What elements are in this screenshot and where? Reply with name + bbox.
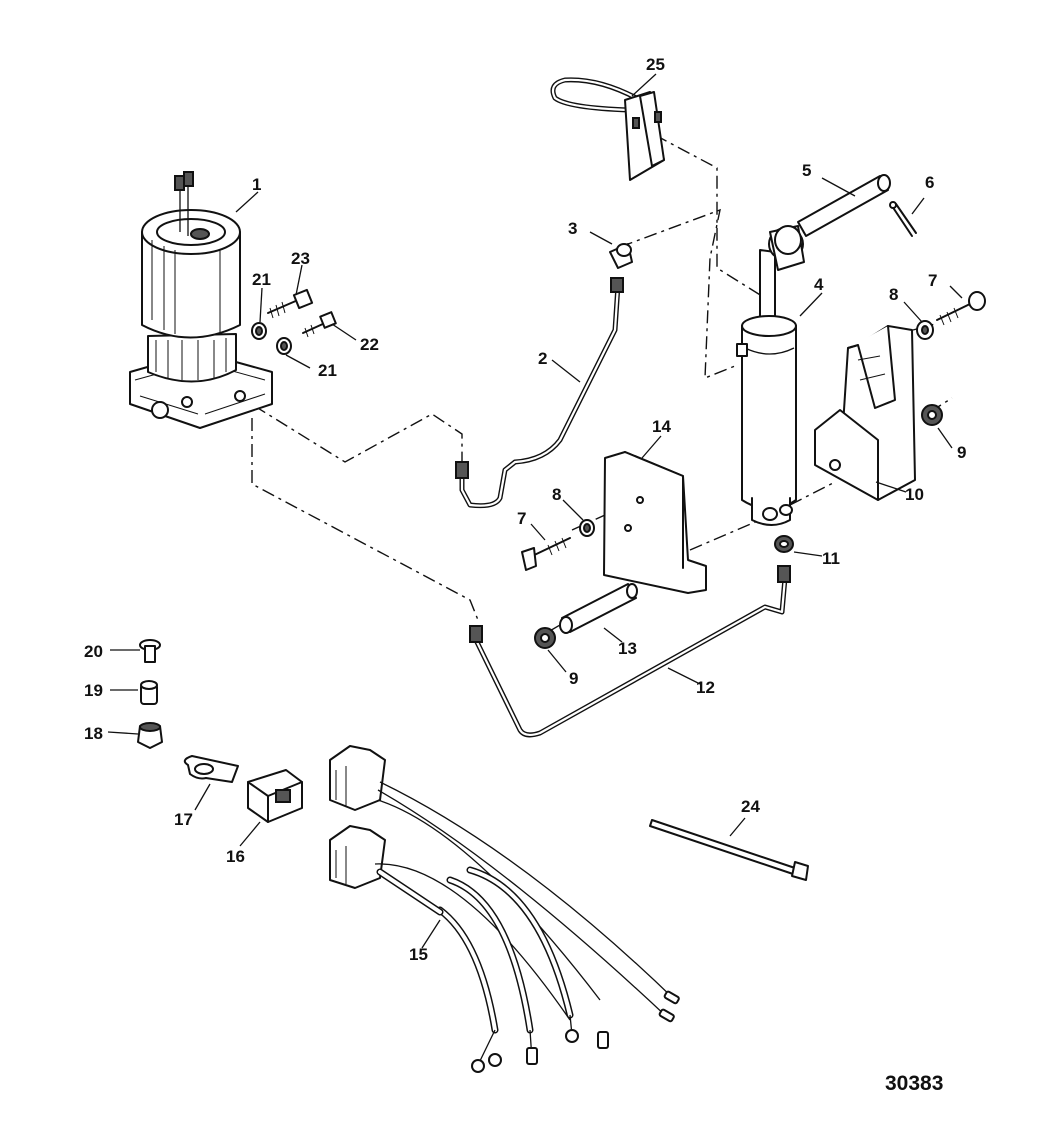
grommet-18 (137, 722, 163, 749)
cotter-pin-6 (889, 201, 917, 237)
callout-1: 1 (252, 175, 261, 194)
hydraulic-tube-2 (455, 277, 624, 509)
washer-21-lower (276, 337, 292, 355)
callout-21-lower: 21 (318, 361, 337, 380)
mounting-bracket-14 (603, 451, 707, 594)
callout-18: 18 (84, 724, 103, 743)
callout-7-right: 7 (928, 271, 937, 290)
callout-25: 25 (646, 55, 665, 74)
connector-16 (247, 769, 303, 823)
callout-10: 10 (905, 485, 924, 504)
callout-24: 24 (741, 797, 760, 816)
callout-11: 11 (822, 549, 840, 568)
callout-8-right: 8 (889, 285, 898, 304)
callout-17: 17 (174, 810, 193, 829)
callout-23: 23 (291, 249, 310, 268)
callout-14: 14 (652, 417, 671, 436)
callout-4: 4 (814, 275, 824, 294)
callout-8-left: 8 (552, 485, 561, 504)
callout-12: 12 (696, 678, 715, 697)
bolt-7-left (521, 537, 571, 571)
callout-9-left: 9 (569, 669, 578, 688)
leader-lines (107, 73, 963, 949)
nut-9-left (534, 627, 556, 649)
callout-19: 19 (84, 681, 103, 700)
bolt-7-right (936, 291, 986, 326)
callout-9-right: 9 (957, 443, 966, 462)
nut-9-right (921, 404, 943, 426)
washer-8-left (579, 519, 595, 537)
screw-20 (139, 639, 161, 663)
callouts: 1 2 3 4 5 6 7 7 8 8 9 9 10 11 12 13 14 1… (84, 55, 966, 964)
trim-cylinder-4 (736, 225, 805, 526)
hydraulic-tube-12 (469, 565, 791, 738)
mounting-bracket-10 (814, 325, 916, 501)
callout-16: 16 (226, 847, 245, 866)
callout-6: 6 (925, 173, 934, 192)
callout-5: 5 (802, 161, 811, 180)
bushing-19 (140, 680, 158, 705)
clip-25 (550, 77, 665, 181)
fitting-3 (609, 243, 633, 269)
trim-pump-motor-assembly (129, 171, 273, 429)
washer-21-upper (251, 322, 267, 340)
pin-13 (559, 583, 638, 634)
retainer-clip-17 (183, 755, 239, 783)
callout-2: 2 (538, 349, 547, 368)
callout-22: 22 (360, 335, 379, 354)
pivot-pin-5 (797, 174, 891, 237)
wiring-harness-15 (329, 745, 680, 1073)
fitting-11 (774, 535, 794, 553)
cable-tie-24 (649, 819, 809, 881)
callout-3: 3 (568, 219, 577, 238)
screw-23 (267, 288, 314, 319)
figure-number: 30383 (885, 1072, 943, 1095)
screw-22 (302, 311, 337, 338)
callout-15: 15 (409, 945, 428, 964)
callout-7-left: 7 (517, 509, 526, 528)
callout-21-upper: 21 (252, 270, 271, 289)
washer-8-right (916, 320, 934, 340)
callout-13: 13 (618, 639, 637, 658)
callout-20: 20 (84, 642, 103, 661)
